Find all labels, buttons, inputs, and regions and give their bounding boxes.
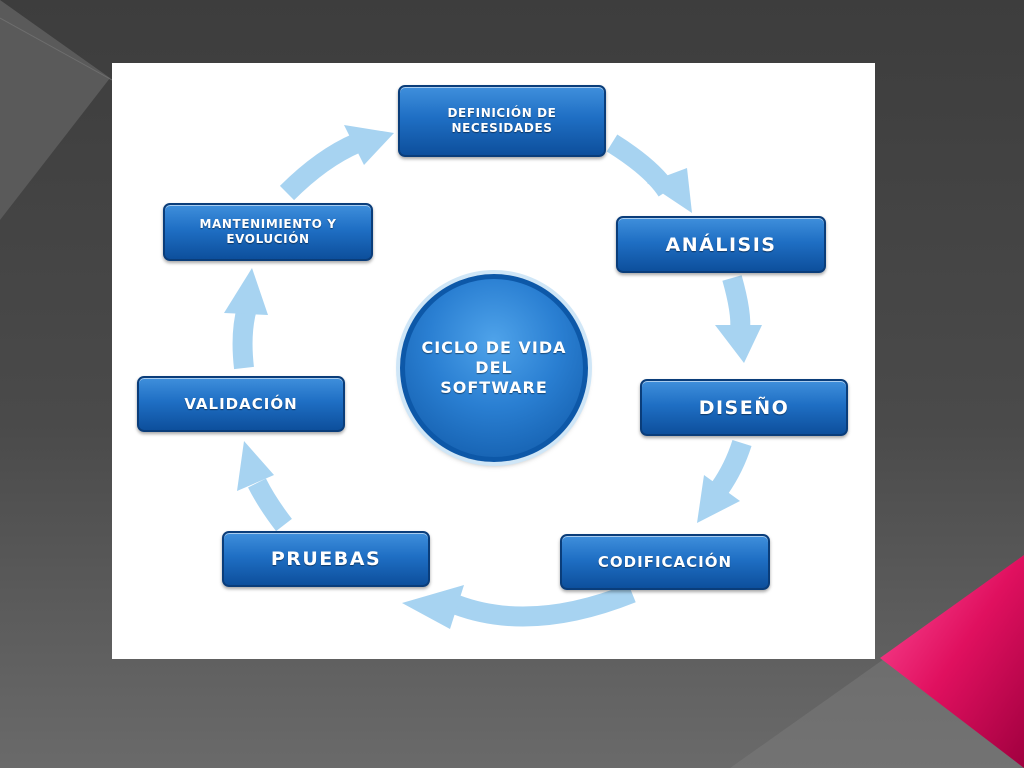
stage-label: DISEÑO	[698, 396, 790, 419]
arrow-validacion-to-mantenimiento-head	[224, 268, 268, 315]
stage-label: PRUEBAS	[270, 548, 382, 570]
stage-label: CODIFICACIÓN	[597, 553, 733, 571]
stage-label: VALIDACIÓN	[184, 395, 298, 413]
background-light-wedge	[0, 0, 110, 220]
stage-label: DEFINICIÓN DE NECESIDADES	[447, 106, 557, 135]
center-hub: CICLO DE VIDA DEL SOFTWARE	[400, 274, 588, 462]
cycle-arrows	[224, 125, 762, 629]
stage-label: ANÁLISIS	[665, 233, 777, 256]
center-label: CICLO DE VIDA DEL SOFTWARE	[421, 338, 567, 397]
stage-definicion-de-necesidades: DEFINICIÓN DE NECESIDADES	[398, 85, 606, 157]
accent-triangle	[880, 555, 1024, 768]
background-diagonal-line	[0, 17, 113, 81]
software-lifecycle-diagram: CICLO DE VIDA DEL SOFTWARE DEFINICIÓN DE…	[112, 63, 875, 659]
stage-analisis: ANÁLISIS	[616, 216, 826, 273]
arrow-codificacion-to-pruebas	[453, 583, 636, 627]
arrow-codificacion-to-pruebas-head	[402, 585, 464, 629]
arrow-diseno-to-codificacion	[711, 439, 752, 494]
arrow-pruebas-to-validacion	[248, 478, 292, 532]
arrow-validacion-to-mantenimiento	[232, 305, 257, 370]
stage-validacion: VALIDACIÓN	[137, 376, 345, 432]
arrow-diseno-to-codificacion-head	[697, 475, 740, 523]
stage-pruebas: PRUEBAS	[222, 531, 430, 587]
arrow-analisis-to-diseno	[722, 275, 751, 333]
arrow-analisis-to-diseno-head	[715, 325, 762, 363]
stage-diseno: DISEÑO	[640, 379, 848, 436]
stage-label: MANTENIMIENTO Y EVOLUCIÓN	[199, 217, 337, 246]
arrow-mantenimiento-to-definicion	[279, 133, 362, 201]
arrow-pruebas-to-validacion-head	[237, 441, 274, 491]
arrow-mantenimiento-to-definicion-head	[344, 125, 394, 165]
arrow-definicion-to-analisis-head	[647, 168, 692, 213]
stage-mantenimiento-y-evolucion: MANTENIMIENTO Y EVOLUCIÓN	[163, 203, 373, 261]
stage-codificacion: CODIFICACIÓN	[560, 534, 770, 590]
